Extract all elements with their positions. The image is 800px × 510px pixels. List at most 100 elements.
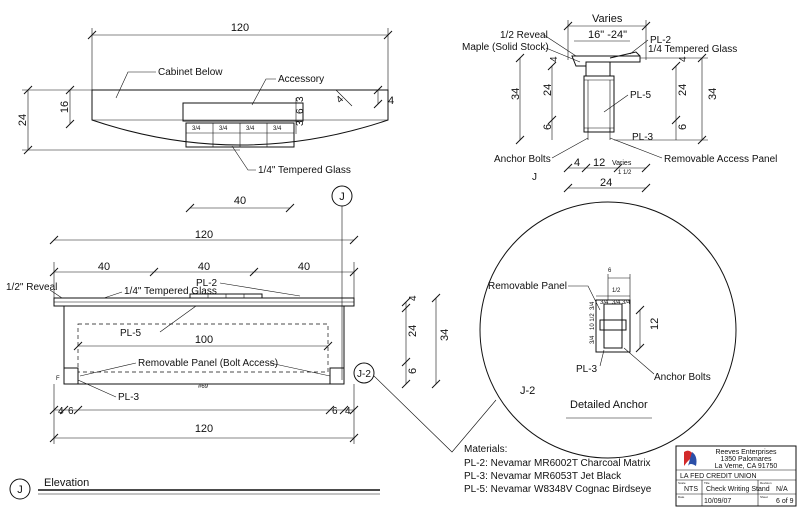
tb-scale-label: Scale	[678, 481, 686, 485]
tb-address1: 1350 Palomares	[721, 456, 772, 463]
materials-item-2: PL-3: Nevamar MR6053T Jet Black	[464, 471, 622, 482]
elev-label-reveal: 1/2" Reveal	[6, 282, 57, 293]
detail-dim-12: 12	[649, 318, 661, 330]
top-dim-4-inner: 4	[334, 94, 346, 106]
materials-item-1: PL-2: Nevamar MR6002T Charcoal Matrix	[464, 458, 651, 469]
elevation-title: Elevation	[44, 477, 89, 489]
elev-dim-24: 24	[407, 325, 419, 337]
tb-company: Reeves Enterprises	[715, 449, 777, 456]
tb-revision: N/A	[776, 486, 788, 493]
section-label-pl3: PL-3	[632, 132, 654, 143]
section-dim-34-right: 34	[707, 88, 719, 100]
materials-list: Materials: PL-2: Nevamar MR6002T Charcoa…	[464, 444, 652, 495]
elev-label-pl5: PL-5	[120, 328, 142, 339]
elevation-marker: J	[339, 191, 345, 203]
detail-label-removable: Removable Panel	[488, 281, 567, 292]
section-dim-24: 24	[542, 84, 554, 96]
detail-anchor: 12 6 1/2 3/4 3/4 3/4 10 1/2 3/4 3/4 Remo…	[479, 201, 737, 459]
tb-rev-label: Revision	[760, 481, 772, 485]
detail-circle	[479, 201, 737, 459]
elev-dim-40c: 40	[298, 261, 310, 273]
section-bot-12: 12	[593, 157, 605, 169]
elev-dim-6: 6	[407, 368, 419, 374]
elevation-body	[63, 305, 345, 385]
section-label-pl2: PL-2	[650, 35, 672, 46]
section-label-access-panel: Removable Access Panel	[664, 154, 777, 165]
top-dim-4-right: 4	[388, 95, 394, 107]
top-dim-120: 120	[231, 22, 249, 34]
tb-scale: NTS	[684, 486, 698, 493]
detail-small-5: 10 1/2	[590, 313, 596, 330]
elev-f-mark: F	[56, 376, 60, 382]
section-range: 16" -24"	[588, 29, 627, 41]
section-label-anchor: Anchor Bolts	[494, 154, 551, 165]
title-block: Reeves Enterprises 1350 Palomares La Ver…	[675, 445, 797, 507]
label-accessory: Accessory	[278, 74, 324, 85]
elev-dim-4-left: 4	[58, 406, 64, 417]
tb-sheet-label: Sheet	[760, 495, 768, 499]
tb-title-label: Title	[704, 481, 710, 485]
section-dim-6: 6	[542, 124, 554, 130]
glass-panels: 3/4 3/4 3/4 3/4	[185, 122, 295, 148]
section-label-reveal: 1/2 Reveal	[500, 30, 548, 41]
tb-date-label: Date	[678, 495, 685, 499]
top-small-mark-2: 3/4	[219, 126, 228, 132]
materials-item-3: PL-5: Nevamar W8348V Cognac Birdseye	[464, 484, 652, 495]
elev-callout-j2: J-2	[357, 369, 371, 380]
detail-label-pl3: PL-3	[576, 364, 598, 375]
detail-small-2: 3/4	[600, 300, 609, 306]
section-bot-4: 4	[574, 157, 580, 169]
detail-tag: J-2	[520, 385, 535, 397]
detail-small-4: 3/4	[622, 300, 631, 306]
section-label-glass: 1/4 Tempered Glass	[648, 44, 737, 55]
section-dim-6-right: 6	[677, 124, 689, 130]
section-varies: Varies	[592, 13, 623, 25]
detail-small-1: 1/2	[612, 288, 621, 294]
top-view: 120 3/4 3/4 3/4 3/4 24 16	[17, 22, 394, 176]
top-small-mark-4: 3/4	[273, 126, 282, 132]
company-logo-icon	[684, 450, 697, 466]
elev-dim-4-right: 4	[345, 406, 351, 417]
section-view: Varies 16" -24" 34 24 6 4 34	[462, 13, 777, 193]
top-dim-3b: 3	[295, 120, 306, 126]
top-small-mark-1: 3/4	[192, 126, 201, 132]
accessory-box	[182, 102, 304, 122]
detail-dim-6: 6	[608, 268, 612, 274]
elev-label-removable: Removable Panel (Bolt Access)	[138, 358, 278, 369]
top-dim-16: 16	[59, 101, 71, 113]
section-dim-24-right: 24	[677, 84, 689, 96]
section-dim-34: 34	[510, 88, 522, 100]
elev-dim-4: 4	[408, 295, 419, 301]
elev-number: #69	[198, 384, 209, 390]
materials-heading: Materials:	[464, 444, 507, 455]
section-dim-4: 4	[549, 56, 560, 62]
elev-label-pl2: PL-2	[196, 278, 218, 289]
elev-dim-6-right: 6	[332, 406, 338, 417]
section-label-pl5: PL-5	[630, 90, 652, 101]
top-small-mark-3: 3/4	[246, 126, 255, 132]
elev-label-glass: 1/4" Tempered Glass	[124, 286, 217, 297]
detail-small-3: 3/4	[612, 300, 621, 306]
top-dim-6: 6	[295, 108, 306, 114]
tb-address2: La Verne, CA 91750	[715, 463, 778, 470]
elev-dim-100: 100	[195, 334, 213, 346]
elev-dim-40-top: 40	[234, 195, 246, 207]
tb-title: Check Writing Stand	[706, 486, 770, 493]
elev-dim-120-bottom: 120	[195, 423, 213, 435]
detail-small-7: 3/4	[590, 335, 596, 344]
detail-small-6: 3/4	[590, 301, 596, 310]
elev-dim-40b: 40	[198, 261, 210, 273]
elev-dim-6-left: 6	[68, 406, 74, 417]
elevation-view: J 40 120 40 40 40	[6, 185, 497, 500]
top-dim-3a: 3	[295, 96, 306, 102]
elev-dim-40a: 40	[98, 261, 110, 273]
elev-label-pl3: PL-3	[118, 392, 140, 403]
elev-dim-120: 120	[195, 229, 213, 241]
section-dim-4-right: 4	[678, 56, 689, 62]
tb-sheet: 6 of 9	[776, 498, 794, 505]
detail-label-anchor: Anchor Bolts	[654, 372, 711, 383]
section-body	[583, 75, 615, 133]
detail-title: Detailed Anchor	[570, 399, 648, 411]
section-tag: J	[532, 172, 537, 183]
